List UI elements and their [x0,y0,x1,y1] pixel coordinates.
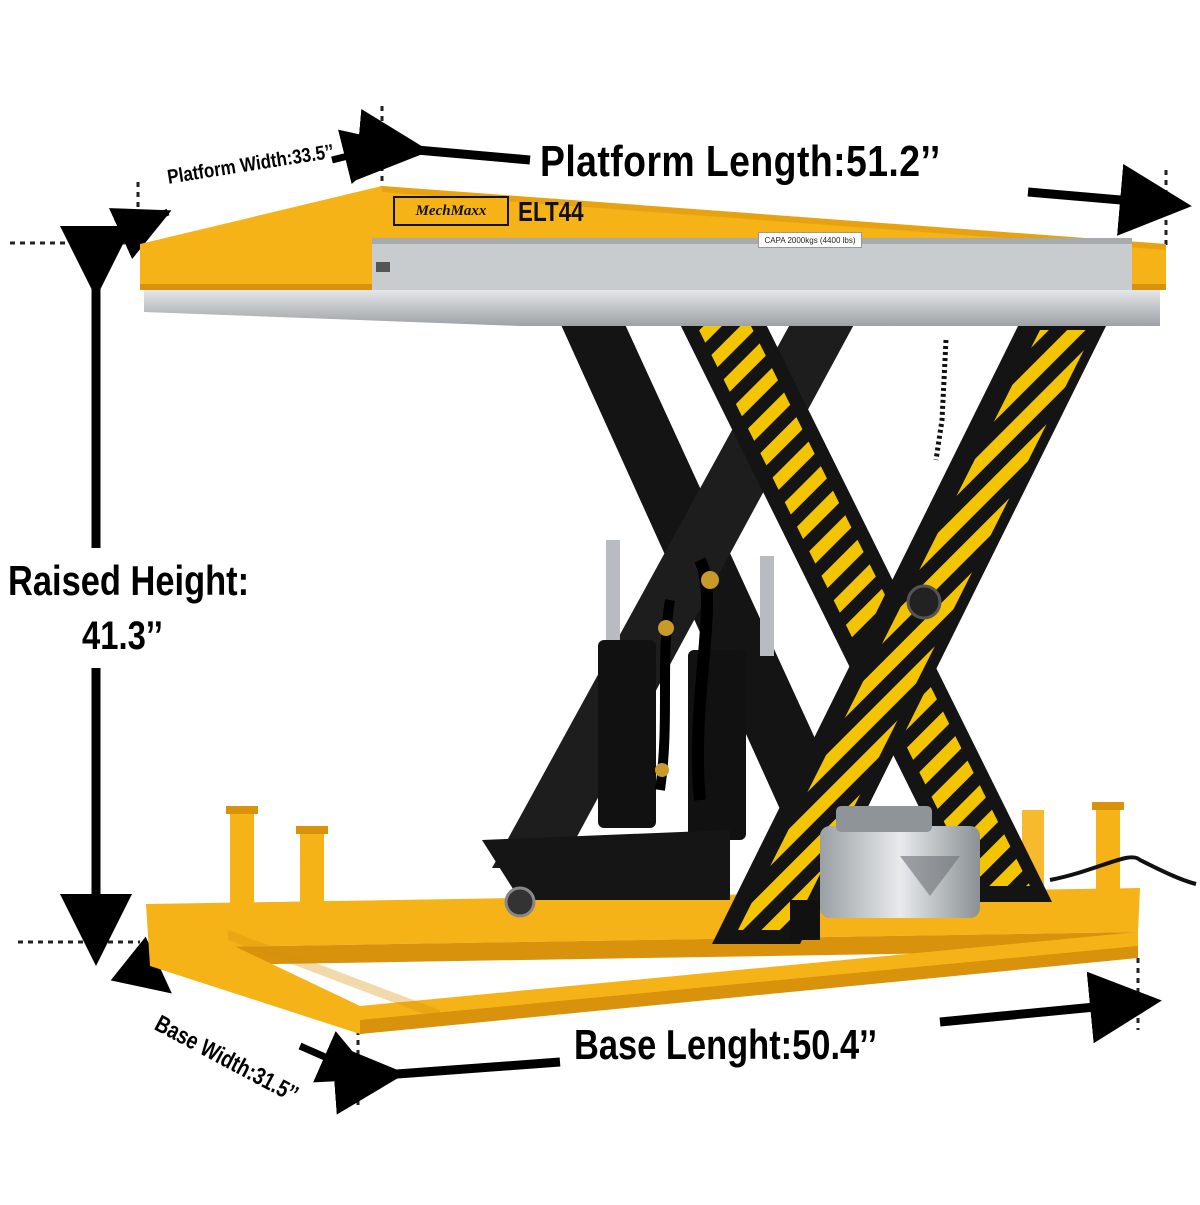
coiled-cable [933,339,949,461]
dimension-arrows [60,108,1192,1115]
brand-logo: MechMaxx [393,196,509,226]
model-number: ELT44 [518,196,584,227]
scissor-arms-front [668,300,1110,944]
base-frame [146,802,1140,1034]
power-cable [1049,855,1197,886]
capacity-label: CAPA 2000kgs (4400 lbs) [764,235,856,245]
base-length-label: Base Lenght:50.4’’ [574,1021,878,1068]
lower-carriage [482,830,730,918]
capacity-plate: CAPA 2000kgs (4400 lbs) [758,232,862,248]
electric-motor [790,806,980,940]
platform [140,186,1166,326]
raised-height-value: 41.3’’ [82,614,163,658]
raised-height-label: Raised Height: [8,557,250,604]
brand-name: MechMaxx [415,202,487,219]
hydraulic-cylinders [598,540,774,840]
platform-length-label: Platform Length:51.2’’ [540,137,941,186]
width-arrows [108,129,400,260]
